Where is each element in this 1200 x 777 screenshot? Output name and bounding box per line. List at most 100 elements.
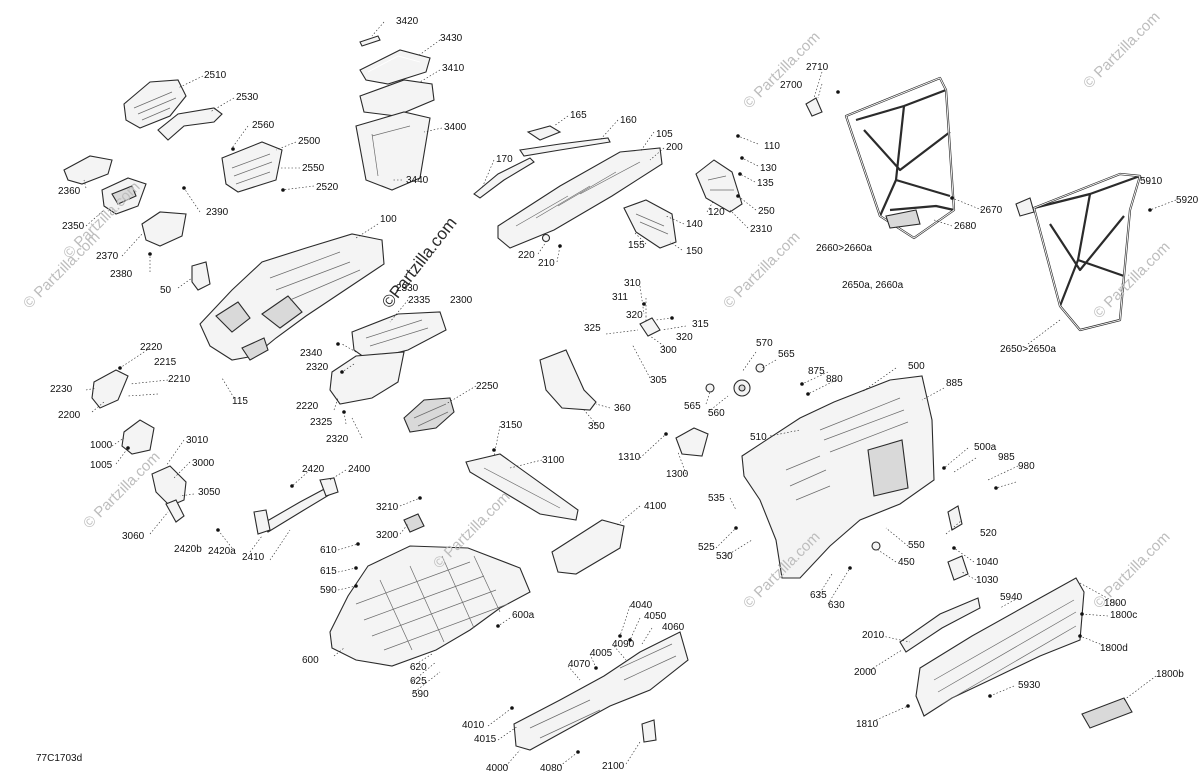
callout-2550: 2550 <box>302 163 325 174</box>
part-2350 <box>101 177 147 215</box>
callout-2380: 2380 <box>110 269 133 280</box>
callout-875: 875 <box>808 366 825 377</box>
callout-4010: 4010 <box>462 720 485 731</box>
part-3000 <box>151 465 187 507</box>
part-2660-frame <box>844 76 956 240</box>
callout-100: 100 <box>380 214 397 225</box>
callout-3010: 3010 <box>186 435 209 446</box>
part-3200 <box>403 513 425 533</box>
callout-600a: 600a <box>512 610 535 621</box>
callout-3400: 3400 <box>444 122 467 133</box>
callout-4080: 4080 <box>540 763 563 774</box>
callout-2215: 2215 <box>154 357 177 368</box>
part-3410 <box>359 79 435 117</box>
fastener-dots <box>118 90 1152 754</box>
callout-2350: 2350 <box>62 221 85 232</box>
callout-2680: 2680 <box>954 221 977 232</box>
part-2400 <box>253 477 339 535</box>
callout-1040: 1040 <box>976 557 999 568</box>
callout-115: 115 <box>232 396 248 407</box>
part-3100 <box>465 453 579 521</box>
callout-590-lower: 590 <box>412 689 429 700</box>
callout-2660: 2660>2660a <box>816 243 872 254</box>
callout-535: 535 <box>708 493 725 504</box>
part-2200 <box>91 369 129 409</box>
callout-630: 630 <box>828 600 845 611</box>
callout-325: 325 <box>584 323 601 334</box>
part-450 <box>871 541 881 551</box>
part-2510 <box>123 79 187 129</box>
callout-2200: 2200 <box>58 410 81 421</box>
callout-3430: 3430 <box>440 33 463 44</box>
callout-4050: 4050 <box>644 611 667 622</box>
callout-2100: 2100 <box>602 761 625 772</box>
callout-590: 590 <box>320 585 337 596</box>
callout-2300: 2300 <box>450 295 473 306</box>
callout-2420b: 2420b <box>174 544 202 555</box>
callout-1800b: 1800b <box>1156 669 1184 680</box>
callout-130: 130 <box>760 163 777 174</box>
callout-3100: 3100 <box>542 455 565 466</box>
part-600 <box>329 545 531 667</box>
callout-2650: 2650>2650a <box>1000 344 1056 355</box>
callout-2510: 2510 <box>204 70 227 81</box>
part-2670 <box>1015 197 1035 217</box>
part-1800 <box>915 577 1085 717</box>
callout-4070: 4070 <box>568 659 591 670</box>
callout-2210: 2210 <box>168 374 191 385</box>
callout-2420: 2420 <box>302 464 325 475</box>
callout-525: 525 <box>698 542 715 553</box>
callout-110: 110 <box>764 141 780 152</box>
callout-2400: 2400 <box>348 464 371 475</box>
callout-2390: 2390 <box>206 207 229 218</box>
callout-600: 600 <box>302 655 319 666</box>
part-165 <box>526 125 562 141</box>
part-3400 <box>355 111 431 191</box>
callout-4090: 4090 <box>612 639 635 650</box>
part-3060 <box>165 499 185 523</box>
callout-1030: 1030 <box>976 575 999 586</box>
callout-2520: 2520 <box>316 182 339 193</box>
part-100 <box>199 233 385 361</box>
part-2000 <box>899 597 981 653</box>
callout-980: 980 <box>1018 461 1035 472</box>
callout-2410: 2410 <box>242 552 265 563</box>
callout-300: 300 <box>660 345 677 356</box>
part-2250 <box>403 397 455 433</box>
diagram-code: 77C1703d <box>36 753 83 764</box>
part-150 <box>623 199 677 249</box>
callout-320: 320 <box>626 310 643 321</box>
callout-885: 885 <box>946 378 963 389</box>
part-350 <box>539 349 597 411</box>
callout-220: 220 <box>518 250 535 261</box>
part-2320 <box>329 351 405 405</box>
callout-170: 170 <box>496 154 513 165</box>
callout-210: 210 <box>538 258 555 269</box>
callout-155: 155 <box>628 240 645 251</box>
callout-310: 310 <box>624 278 641 289</box>
part-1800b <box>1081 697 1133 729</box>
callout-105: 105 <box>656 129 673 140</box>
callout-2220: 2220 <box>140 342 163 353</box>
callout-2310: 2310 <box>750 224 773 235</box>
callout-2500: 2500 <box>298 136 321 147</box>
part-565 <box>705 363 765 393</box>
callout-610: 610 <box>320 545 337 556</box>
callout-510: 510 <box>750 432 767 443</box>
callout-450: 450 <box>898 557 915 568</box>
callout-3210: 3210 <box>376 502 399 513</box>
callout-5910: 5910 <box>1140 176 1163 187</box>
part-2310 <box>695 159 743 213</box>
part-2650-frame <box>1032 172 1142 332</box>
callout-2340: 2340 <box>300 348 323 359</box>
callout-2670: 2670 <box>980 205 1003 216</box>
callout-3410: 3410 <box>442 63 465 74</box>
callout-565-left: 565 <box>684 401 701 412</box>
callout-2335: 2335 <box>408 295 431 306</box>
callout-4015: 4015 <box>474 734 497 745</box>
part-2680 <box>885 209 921 229</box>
callout-2530: 2530 <box>236 92 259 103</box>
callout-3060: 3060 <box>122 531 145 542</box>
part-2360 <box>63 155 113 185</box>
callout-120: 120 <box>708 207 725 218</box>
